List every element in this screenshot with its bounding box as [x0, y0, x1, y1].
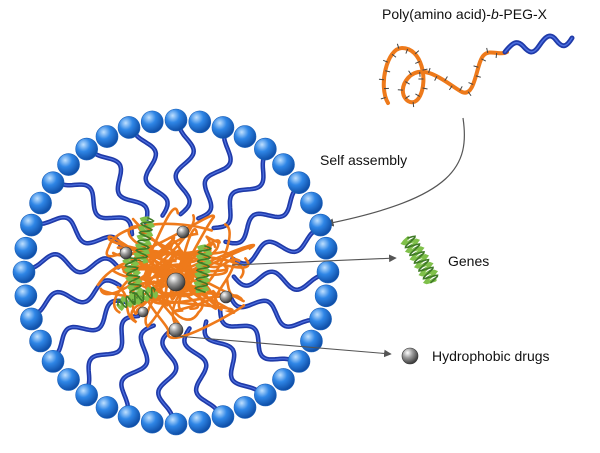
shell-sphere	[41, 350, 65, 373]
encapsulated-drugs	[119, 225, 233, 338]
drugs-label: Hydrophobic drugs	[432, 348, 550, 364]
peg-chain	[119, 323, 156, 411]
shell-sphere	[57, 368, 80, 391]
shell-sphere	[14, 236, 38, 260]
shell-sphere	[300, 329, 323, 353]
polymer-label-suffix: -PEG-X	[499, 6, 548, 22]
drug-sphere-icon	[401, 347, 419, 365]
drug-sphere	[137, 306, 149, 318]
shell-sphere	[117, 116, 141, 139]
shell-sphere	[12, 260, 36, 284]
shell-sphere	[188, 110, 212, 134]
amino-acid-block	[381, 45, 509, 105]
shell-sphere	[188, 410, 212, 434]
shell-sphere	[164, 412, 188, 436]
shell-sphere	[254, 383, 277, 407]
hydrophilic-shell	[12, 108, 340, 436]
shell-sphere	[287, 171, 311, 194]
encapsulated-genes	[116, 216, 213, 312]
polymer-label: Poly(amino acid)-b-PEG-X	[382, 6, 548, 22]
peg-chain	[92, 150, 150, 225]
shell-sphere	[41, 171, 65, 194]
drug-sphere	[119, 246, 133, 260]
micelle-icon	[12, 108, 340, 436]
shell-sphere	[20, 307, 43, 331]
dna-helix-icon	[400, 235, 439, 285]
shell-sphere	[272, 368, 295, 391]
genes-pointer-arrow	[231, 254, 397, 266]
shell-sphere	[316, 260, 340, 284]
drugs-pointer-arrow	[175, 335, 392, 358]
peg-chain	[173, 125, 196, 217]
shell-sphere	[309, 307, 332, 331]
shell-sphere	[95, 396, 119, 419]
shell-sphere	[233, 396, 257, 419]
shell-sphere	[211, 405, 235, 428]
amino-acid-side-groups	[378, 43, 498, 108]
peg-block	[502, 33, 575, 55]
shell-sphere	[300, 191, 323, 215]
shell-sphere	[140, 410, 164, 434]
peg-chain	[231, 269, 323, 292]
shell-sphere	[314, 284, 338, 308]
drug-sphere	[176, 225, 190, 239]
peg-block-highlight	[504, 35, 573, 53]
shell-sphere	[95, 125, 119, 148]
block-copolymer-icon	[378, 33, 575, 108]
polymer-label-block: b	[491, 6, 499, 22]
shell-sphere	[20, 213, 43, 237]
peg-chain	[196, 133, 233, 221]
shell-sphere	[309, 213, 332, 237]
peg-chain	[202, 319, 260, 394]
peg-chain	[29, 252, 121, 275]
peg-chain	[223, 188, 298, 246]
shell-sphere	[75, 383, 98, 407]
shell-sphere	[272, 153, 295, 176]
gene-helix-large	[400, 235, 439, 285]
shell-sphere	[314, 236, 338, 260]
gene-helix	[133, 216, 155, 264]
shell-sphere	[254, 137, 277, 161]
gene-helix	[193, 244, 213, 294]
shell-sphere	[75, 137, 98, 161]
drug-sphere	[219, 290, 233, 304]
shell-sphere	[233, 125, 257, 148]
drug-sphere	[168, 322, 184, 338]
polymer-label-prefix: Poly(amino acid)-	[382, 6, 491, 22]
shell-sphere	[287, 350, 311, 373]
peg-corona-chains	[29, 125, 323, 419]
amino-acid-chain	[161, 262, 217, 313]
amino-acid-chain	[111, 214, 216, 329]
shell-sphere	[57, 153, 80, 176]
self-assembly-label: Self assembly	[320, 152, 407, 168]
shell-sphere	[140, 110, 164, 134]
shell-sphere	[29, 191, 52, 215]
shell-sphere	[14, 284, 38, 308]
drug-sphere	[166, 272, 186, 292]
shell-sphere	[211, 116, 235, 139]
shell-sphere	[29, 329, 52, 353]
gene-helix	[116, 286, 158, 312]
self-assembly-arrow	[325, 117, 466, 227]
shell-sphere	[164, 108, 188, 132]
amino-acid-chain	[144, 260, 190, 334]
peg-chain	[156, 327, 179, 419]
genes-label: Genes	[448, 253, 489, 269]
shell-sphere	[117, 405, 141, 428]
